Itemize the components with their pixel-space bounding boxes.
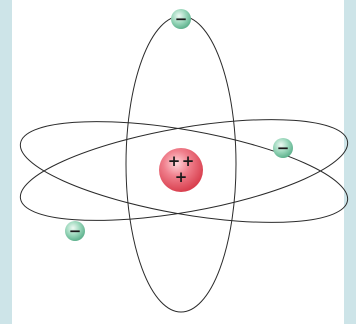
nucleus: + + + (159, 148, 203, 192)
electron-right-sign: − (277, 139, 290, 157)
nucleus-charge-3: + (175, 168, 188, 186)
electron-top-sign: − (175, 10, 188, 28)
electron-left-sign: − (69, 222, 82, 240)
electron-top: − (171, 9, 191, 29)
electron-left: − (65, 221, 85, 241)
electron-right: − (273, 138, 293, 158)
